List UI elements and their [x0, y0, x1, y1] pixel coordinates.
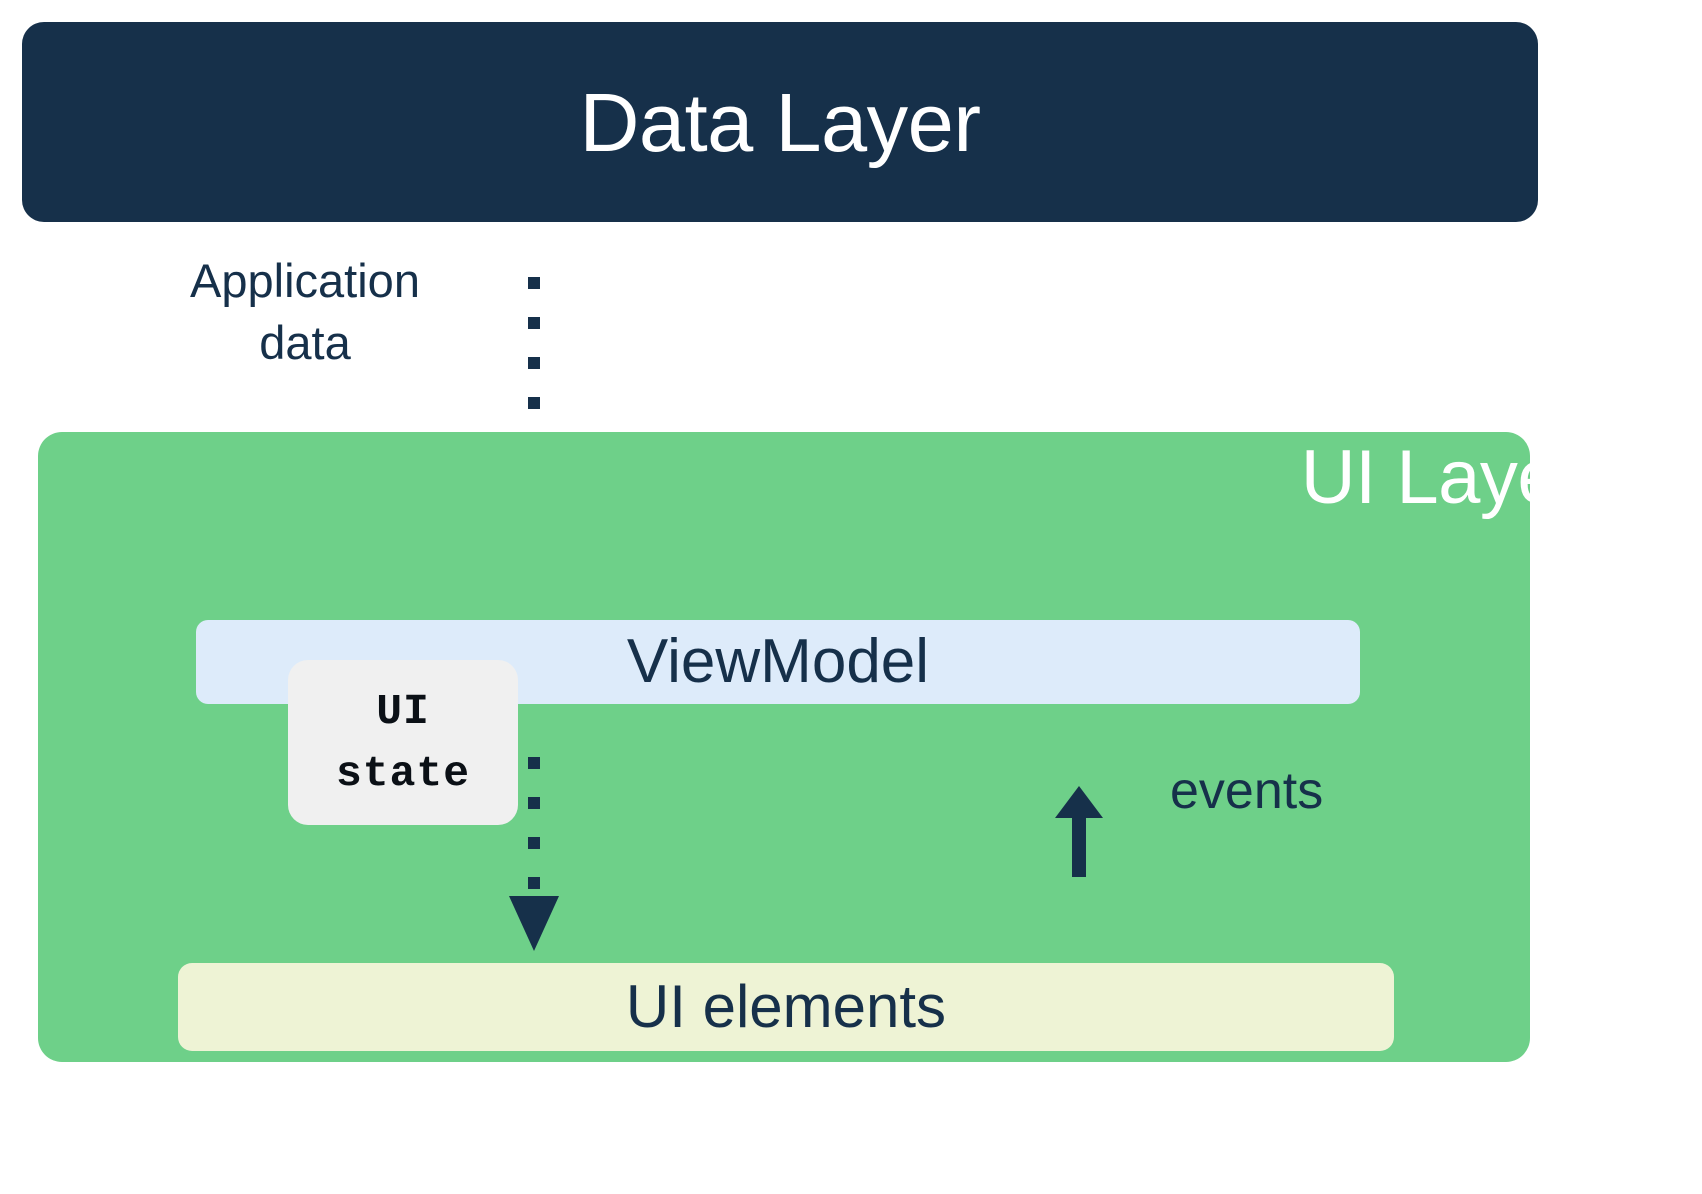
ui-state-line1: UI [376, 687, 430, 737]
ui-elements-label: UI elements [625, 973, 947, 1040]
ui-state-chip: UI state [288, 660, 518, 825]
data-layer-title: Data Layer [579, 75, 981, 169]
events-label: events [1170, 762, 1324, 820]
ui-state-arrowhead-icon [509, 896, 559, 951]
viewmodel-label: ViewModel [626, 627, 930, 696]
application-data-label: Application data [110, 250, 500, 374]
events-arrowhead-icon [1055, 786, 1103, 818]
events-arrow-shaft [1072, 815, 1086, 877]
application-data-label-line1: Application [190, 254, 420, 307]
ui-elements-box: UI elements [178, 963, 1394, 1051]
ui-layer-box [38, 432, 1530, 1062]
ui-state-line2: state [335, 748, 471, 798]
application-data-label-line2: data [259, 316, 351, 370]
ui-layer-title: UI Layer [1300, 435, 1585, 520]
data-layer-box: Data Layer [22, 22, 1538, 222]
ui-state-dotted-line [528, 757, 540, 897]
